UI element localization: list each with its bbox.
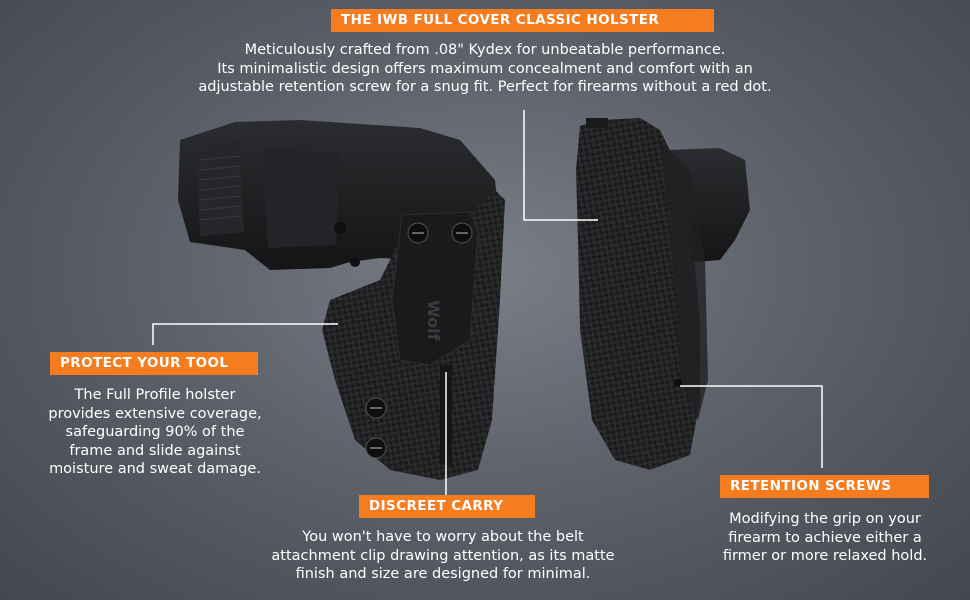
- protect-line: provides extensive coverage,: [48, 405, 262, 422]
- callout-lines: [152, 110, 823, 495]
- retention-callout-line: [680, 385, 823, 468]
- header-line: Its minimalistic design offers maximum c…: [217, 60, 753, 77]
- discreet-line: You won't have to worry about the belt: [302, 529, 584, 545]
- protect-line: moisture and sweat damage.: [49, 461, 261, 477]
- discreet-line: finish and size are designed for minimal…: [295, 566, 591, 582]
- discreet-line: attachment clip drawing attention, as it…: [271, 547, 615, 564]
- retention-badge: RETENTION SCREWS: [720, 475, 929, 498]
- header-badge: THE IWB FULL COVER CLASSIC HOLSTER: [331, 9, 714, 32]
- retention-line: Modifying the grip on your: [729, 511, 921, 527]
- holster-front-view: Wolf: [322, 190, 505, 480]
- protect-line: frame and slide against: [69, 442, 241, 459]
- discreet-badge: DISCREET CARRY: [359, 495, 535, 518]
- svg-text:Wolf: Wolf: [424, 300, 443, 342]
- holster-side-view: [576, 118, 750, 470]
- protect-description: The Full Profile holster provides extens…: [20, 386, 290, 479]
- header-description: Meticulously crafted from .08" Kydex for…: [160, 41, 810, 97]
- retention-line: firearm to achieve either a: [728, 529, 922, 546]
- retention-screw-icon: [365, 222, 473, 459]
- header-line: Meticulously crafted from .08" Kydex for…: [244, 42, 726, 58]
- discreet-description: You won't have to worry about the belt a…: [228, 528, 658, 584]
- retention-line: firmer or more relaxed hold.: [722, 548, 928, 564]
- protect-line: The Full Profile holster: [74, 387, 236, 403]
- retention-description: Modifying the grip on your firearm to ac…: [690, 510, 960, 566]
- protect-callout-line: [152, 323, 338, 345]
- header-line: adjustable retention screw for a snug fi…: [198, 79, 772, 95]
- protect-badge: PROTECT YOUR TOOL: [50, 352, 258, 375]
- header-callout-line: [523, 110, 598, 221]
- protect-line: safeguarding 90% of the: [65, 424, 245, 440]
